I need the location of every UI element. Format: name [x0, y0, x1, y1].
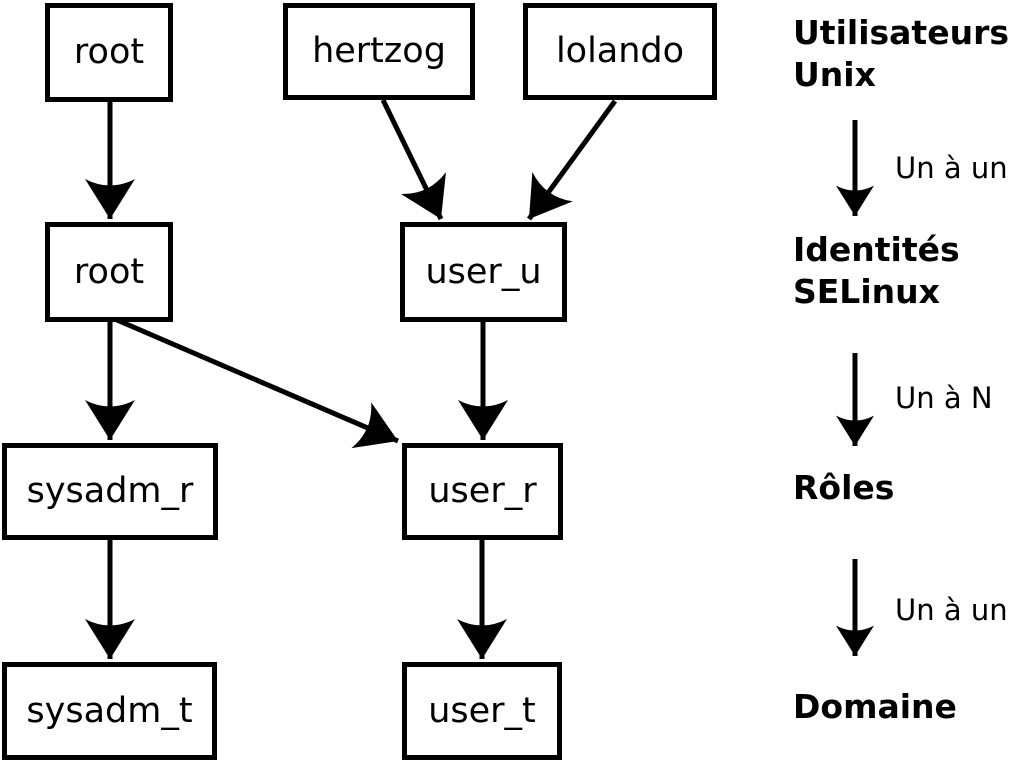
node-selinux-root: root: [45, 222, 173, 322]
node-selinux-user-u: user_u: [400, 222, 567, 322]
arrow-selinux-root-to-user-r: [116, 317, 399, 449]
node-selinux-root-label: root: [73, 251, 145, 292]
legend-level-unix-users: Utilisateurs Unix: [793, 12, 1009, 96]
legend-level-selinux-identities-line1: Identités: [793, 230, 960, 269]
node-unix-root: root: [45, 3, 173, 102]
legend-level-selinux-identities: Identités SELinux: [793, 229, 960, 313]
node-role-user-r-label: user_r: [428, 471, 537, 511]
legend-level-selinux-identities-line2: SELinux: [793, 272, 940, 311]
node-unix-root-label: root: [73, 32, 145, 72]
node-unix-lolando-label: lolando: [555, 31, 685, 71]
legend-level-domain-line1: Domaine: [793, 687, 957, 726]
node-domain-sysadm-t-label: sysadm_t: [26, 690, 193, 731]
node-domain-user-t: user_t: [402, 662, 562, 760]
legend-level-unix-users-line2: Unix: [793, 55, 876, 94]
node-role-sysadm-r-label: sysadm_r: [26, 471, 194, 511]
node-role-sysadm-r: sysadm_r: [2, 443, 218, 540]
legend-mapping-selinux-to-roles-label: Un à N: [895, 381, 993, 415]
node-domain-user-t-label: user_t: [428, 690, 536, 731]
legend-mapping-unix-to-selinux-label: Un à un: [895, 151, 1008, 185]
node-selinux-user-u-label: user_u: [425, 251, 542, 292]
node-unix-hertzog: hertzog: [283, 3, 475, 100]
node-domain-sysadm-t: sysadm_t: [2, 662, 217, 760]
arrow-lolando-to-user-u: [526, 99, 618, 221]
legend-level-roles: Rôles: [793, 467, 894, 509]
legend-level-domain: Domaine: [793, 686, 957, 728]
legend-level-roles-line1: Rôles: [793, 468, 895, 507]
node-unix-lolando: lolando: [523, 3, 717, 100]
node-role-user-r: user_r: [402, 443, 563, 540]
arrow-hertzog-to-user-u: [380, 98, 446, 221]
node-unix-hertzog-label: hertzog: [312, 31, 446, 71]
legend-level-unix-users-line1: Utilisateurs: [793, 13, 1009, 52]
legend-mapping-roles-to-domain-label: Un à un: [895, 593, 1008, 627]
